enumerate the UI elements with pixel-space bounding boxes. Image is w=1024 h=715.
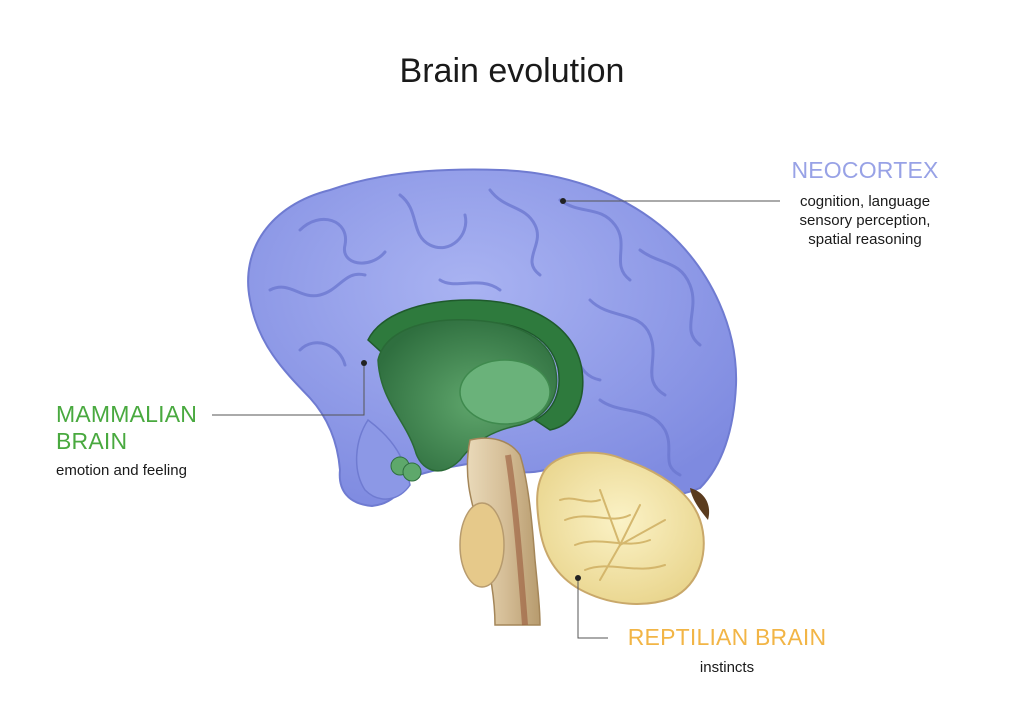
neocortex-description-line-1: cognition, language	[799, 193, 931, 210]
mammalian-heading-line-2: BRAIN	[56, 428, 128, 454]
cortex-folds	[268, 188, 702, 477]
pons-shape	[459, 502, 505, 588]
neocortex-description-line-2: sensory perception,	[799, 212, 931, 229]
temporal-lobe-shape	[355, 418, 411, 500]
cerebellum-folds	[559, 489, 666, 581]
thalamus-shape	[459, 359, 551, 425]
mammalian-heading: MAMMALIAN BRAIN	[56, 401, 256, 455]
reptilian-heading: REPTILIAN BRAIN	[627, 624, 827, 650]
spinal-canal-shape	[505, 454, 528, 626]
reptilian-description: instincts	[699, 659, 755, 676]
mammalian-pointer-dot	[361, 360, 367, 366]
neocortex-pointer-dot	[560, 198, 566, 204]
hippocampus-shape	[402, 462, 422, 482]
neocortex-description: cognition, language sensory perception, …	[760, 192, 970, 249]
occipital-shadow	[690, 488, 710, 520]
reptilian-pointer-dot	[575, 575, 581, 581]
neocortex-description-line-3: spatial reasoning	[808, 231, 922, 248]
mammalian-heading-line-1: MAMMALIAN	[56, 401, 198, 427]
diagram-title: Brain evolution	[399, 52, 625, 90]
mammalian-description: emotion and feeling	[56, 462, 187, 479]
neocortex-heading: NEOCORTEX	[791, 157, 939, 183]
mammalian-leader-line	[212, 363, 365, 416]
leader-lines	[212, 200, 780, 639]
reptilian-leader-line	[577, 578, 608, 639]
